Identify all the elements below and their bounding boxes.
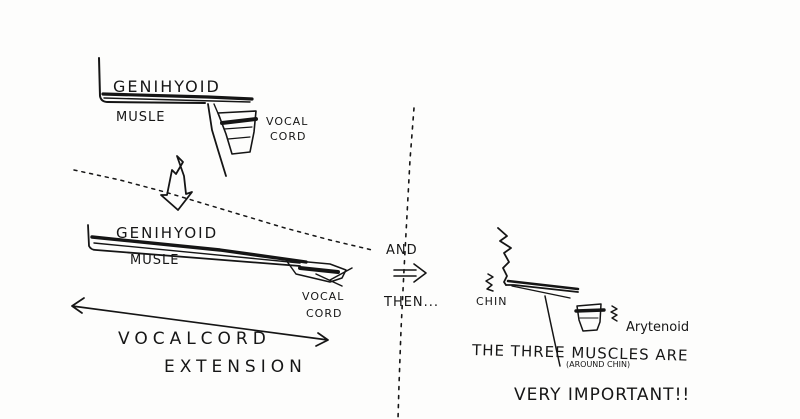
vocal-label-top: VOCAL	[266, 115, 308, 128]
vocal-cord-stroke-right	[576, 310, 604, 311]
chin-squiggle	[486, 274, 493, 291]
extension-state-sketch	[72, 225, 352, 346]
right-arrow	[394, 264, 426, 282]
cord-label-top: CORD	[270, 130, 306, 143]
vocal-label-bottom: VOCAL	[302, 290, 344, 303]
arytenoid-label: Arytenoid	[626, 320, 689, 335]
cord-label-bottom: CORD	[306, 307, 342, 320]
muscle-label-bottom: MUSLE	[130, 253, 179, 268]
muscle-label-top: MUSLE	[116, 110, 165, 125]
genihyoid-label-bottom: GENIHYOID	[116, 224, 218, 242]
down-arrow	[161, 156, 192, 210]
larynx-inner-top	[224, 127, 252, 139]
dashed-separator-vertical	[398, 108, 414, 419]
extension-line-2: EXTENSION	[164, 357, 307, 377]
vocal-cord-stroke-top	[222, 119, 256, 123]
hyoid-hook-top	[208, 104, 226, 176]
vocal-cord-stroke-bottom	[300, 268, 338, 272]
genihyoid-label-top: GENIHYOID	[113, 77, 221, 96]
chin-label: CHIN	[476, 295, 507, 308]
then-label: THEN...	[383, 295, 439, 310]
larynx-box-top	[218, 111, 256, 154]
importance-note: VERY IMPORTANT!!	[514, 385, 690, 405]
arytenoid-squiggle	[611, 306, 617, 321]
and-label: AND	[386, 243, 418, 258]
jaw-profile	[498, 228, 511, 285]
muscles-note-sub: (AROUND CHIN)	[566, 360, 630, 369]
extension-line-1: VOCALCORD	[118, 329, 271, 349]
